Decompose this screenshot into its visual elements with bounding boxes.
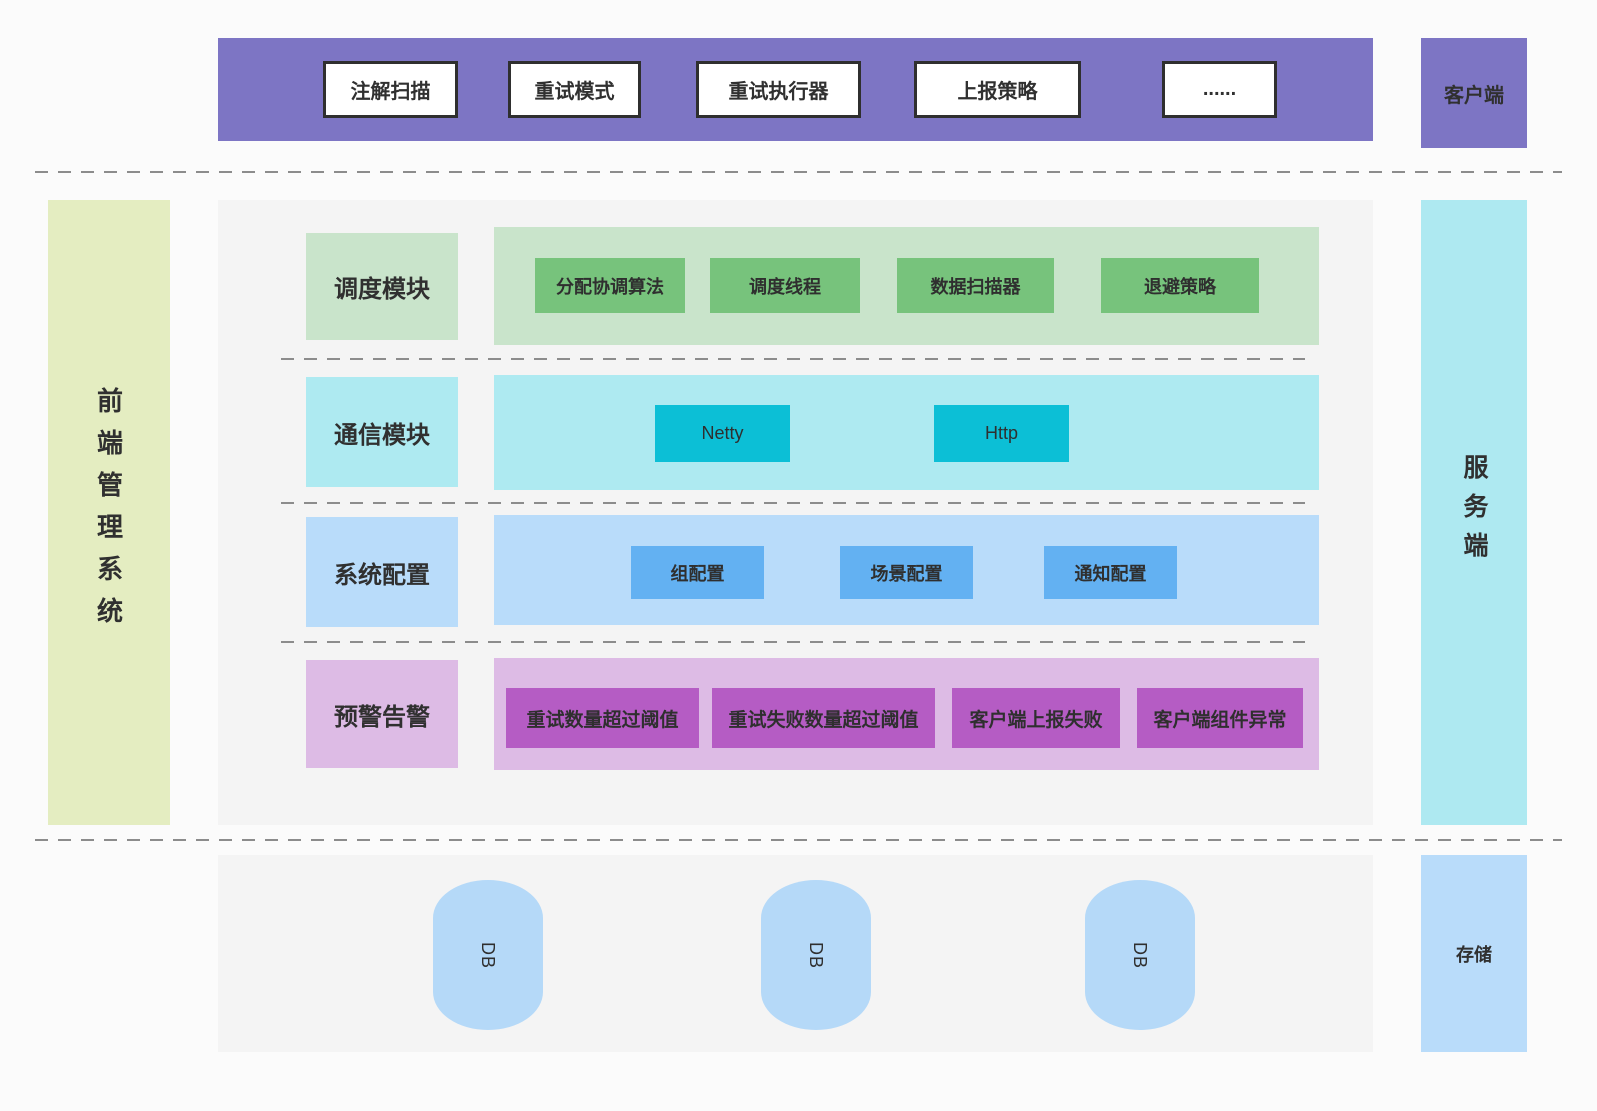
db-label: DB [806,941,827,969]
row-separator-2 [281,502,1305,504]
item-label: 组配置 [670,563,725,584]
item-label: 数据扫描器 [930,276,1021,297]
item-retry-fail-threshold: 重试失败数量超过阈值 [712,688,935,748]
item-allocation-algorithm: 分配协调算法 [535,258,685,313]
storage-side-label-box: 存储 [1421,855,1527,1052]
dashed-separator-top [35,171,1562,173]
item-retry-count-threshold: 重试数量超过阈值 [506,688,699,748]
db-cylinder-3: DB [1085,880,1195,1030]
item-label: Http [984,423,1018,443]
node-label: ...... [1202,78,1237,100]
row-items-communication: Netty Http [494,375,1319,490]
frontend-system-bar: 前端管理系统 [48,200,170,825]
client-side-label-box: 客户端 [1421,38,1527,148]
server-modules-panel: 调度模块 分配协调算法 调度线程 数据扫描器 退避策略 通信模块 Netty H… [218,200,1373,825]
row-label-scheduling: 调度模块 [306,233,458,340]
item-http: Http [934,405,1069,462]
item-client-component-error: 客户端组件异常 [1137,688,1303,748]
node-label: 上报策略 [957,81,1038,103]
item-scheduling-thread: 调度线程 [710,258,860,313]
frontend-system-label: 前端管理系统 [93,386,124,639]
node-ellipsis: ...... [1162,61,1277,118]
item-data-scanner: 数据扫描器 [897,258,1054,313]
server-side-label: 服务端 [1460,454,1488,571]
node-annotation-scan: 注解扫描 [323,61,458,118]
item-group-config: 组配置 [631,546,764,599]
item-label: 客户端组件异常 [1153,709,1287,731]
item-label: 客户端上报失败 [969,709,1103,731]
db-cylinder-2: DB [761,880,871,1030]
db-label: DB [478,941,499,969]
item-notify-config: 通知配置 [1044,546,1177,599]
storage-panel: DB DB DB [218,855,1373,1052]
server-side-bar: 服务端 [1421,200,1527,825]
row-items-alerting: 重试数量超过阈值 重试失败数量超过阈值 客户端上报失败 客户端组件异常 [494,658,1319,770]
db-cylinder-1: DB [433,880,543,1030]
row-separator-1 [281,358,1305,360]
item-label: 分配协调算法 [556,276,664,297]
item-label: 重试失败数量超过阈值 [728,709,919,731]
item-client-report-fail: 客户端上报失败 [952,688,1120,748]
item-netty: Netty [655,405,790,462]
storage-side-label: 存储 [1456,944,1492,965]
row-items-scheduling: 分配协调算法 调度线程 数据扫描器 退避策略 [494,227,1319,345]
row-label-text: 系统配置 [334,561,430,589]
client-modules-bar: 注解扫描 重试模式 重试执行器 上报策略 ...... [218,38,1373,141]
row-label-text: 预警告警 [334,703,430,731]
node-retry-mode: 重试模式 [508,61,641,118]
item-label: Netty [701,423,744,443]
node-label: 注解扫描 [350,81,431,103]
client-side-label: 客户端 [1444,84,1504,107]
dashed-separator-bottom [35,839,1562,841]
item-scene-config: 场景配置 [840,546,973,599]
item-label: 退避策略 [1144,276,1216,297]
item-label: 重试数量超过阈值 [526,709,679,731]
row-label-system-config: 系统配置 [306,517,458,627]
row-separator-3 [281,641,1305,643]
node-label: 重试执行器 [728,81,829,103]
row-items-system-config: 组配置 场景配置 通知配置 [494,515,1319,625]
row-label-text: 通信模块 [334,421,430,449]
item-label: 调度线程 [749,276,821,297]
row-label-text: 调度模块 [334,276,430,303]
row-label-alerting: 预警告警 [306,660,458,768]
item-label: 场景配置 [870,563,943,584]
db-label: DB [1130,941,1151,969]
node-label: 重试模式 [534,81,615,103]
node-report-strategy: 上报策略 [914,61,1081,118]
item-label: 通知配置 [1074,563,1147,584]
item-backoff-strategy: 退避策略 [1101,258,1259,313]
row-label-communication: 通信模块 [306,377,458,487]
node-retry-executor: 重试执行器 [696,61,861,118]
